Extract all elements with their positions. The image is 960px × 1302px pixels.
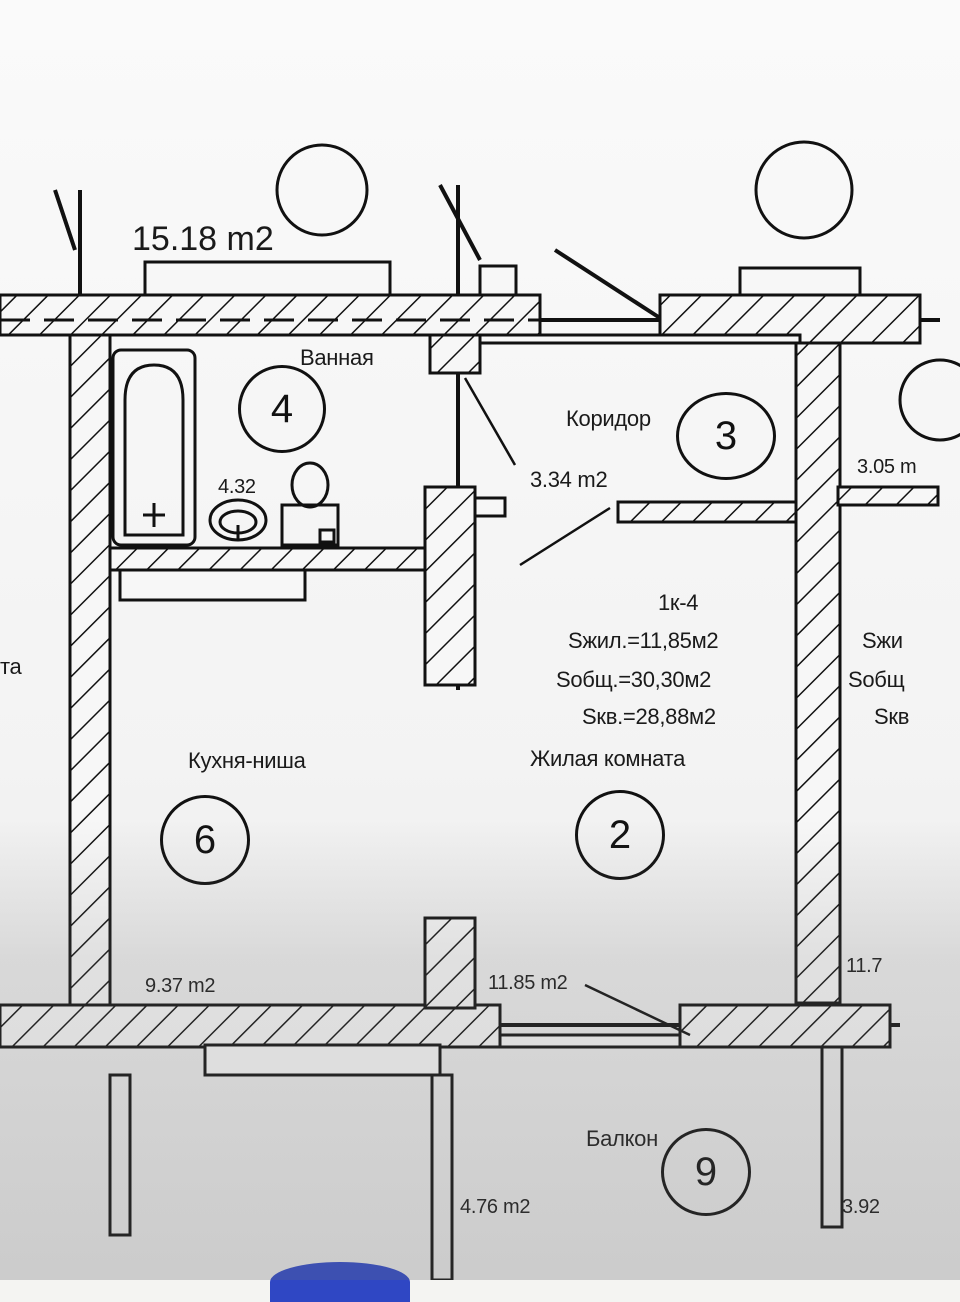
living-name: Жилая комната [530,746,685,771]
apartment-s-apt: Sкв.=28,88м2 [582,704,716,729]
room-number-text: 9 [694,1149,718,1194]
apartment-s-total: Sобщ.=30,30м2 [556,667,712,692]
bathtub-fixture [111,348,197,547]
corridor-name: Коридор [566,406,651,431]
room-number-kitchen: 6 [160,795,250,885]
apartment-s-living: Sжил.=11,85м2 [568,628,719,653]
neighbor-left-partial: та [0,654,22,679]
outer-walls [0,260,922,1077]
balcony-name: Балкон [586,1126,658,1151]
living-area: 11.85 m2 [488,972,568,994]
neighbor-s1: Sжи [862,628,903,653]
neighbor-area-top-left: 15.18 m2 [132,220,274,258]
neighbor-circle-top-right [754,140,854,240]
kitchen-name: Кухня-ниша [188,748,306,773]
room-number-text: 2 [608,812,632,857]
room-number-corridor: 3 [676,392,776,480]
sink-fixture [208,498,268,542]
room-number-balcony: 9 [661,1128,751,1216]
door-lines [463,377,691,1037]
neighbor-s3: Sкв [874,704,910,729]
neighbor-s2: Sобщ [848,667,905,692]
balcony-area: 4.76 m2 [460,1196,531,1218]
kitchen-area: 9.37 m2 [145,975,216,997]
toilet-fixture [280,461,340,547]
apartment-code: 1к-4 [658,590,699,615]
room-number-living: 2 [575,790,665,880]
neighbor-area-right-bottom: 3.92 [842,1196,880,1218]
neighbor-circle-right-edge [898,358,960,442]
neighbor-area-right-top: 3.05 m [857,456,917,478]
bathroom-name: Ванная [300,345,374,370]
interior-walls [0,318,940,1010]
stamp-edge [270,1262,410,1302]
room-number-text: 4 [270,386,294,431]
corridor-area: 3.34 m2 [530,467,608,492]
neighbor-area-right-mid: 11.7 [846,955,883,977]
room-number-bathroom: 4 [238,365,326,453]
room-number-text: 6 [193,817,217,862]
balcony-rails [108,1045,844,1280]
bathroom-area: 4.32 [218,476,256,498]
neighbor-circle-top-left [275,143,369,237]
room-number-text: 3 [714,413,738,458]
